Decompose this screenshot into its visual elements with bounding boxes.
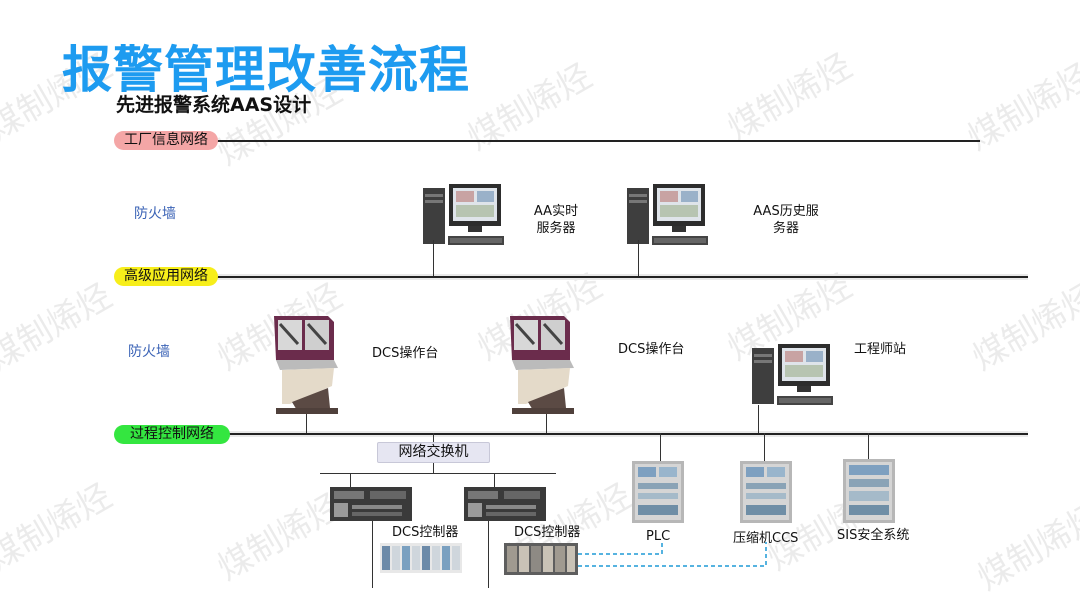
server-label-1a: AA实时	[533, 204, 579, 219]
watermark: 煤制烯烃	[0, 476, 119, 579]
server-link	[433, 240, 434, 276]
plc-label: PLC	[646, 529, 671, 544]
watermark: 煤制烯烃	[720, 46, 859, 149]
console-label-2: DCS操作台	[618, 342, 685, 357]
operator-console-icon	[274, 316, 338, 414]
switch-bus-line	[320, 473, 556, 474]
ccs-label: 压缩机CCS	[733, 531, 799, 546]
controller-label-2: DCS控制器	[514, 525, 581, 540]
server-label-2a: AAS历史服	[753, 204, 819, 219]
dcs-controller-icon	[330, 487, 412, 521]
controller-link	[350, 473, 351, 487]
controller-link	[488, 521, 489, 588]
watermark: 煤制烯烃	[460, 56, 599, 159]
engineer-station-label: 工程师站	[854, 342, 907, 357]
sis-label: SIS安全系统	[837, 528, 910, 543]
engineer-station-icon	[752, 344, 833, 405]
sis-cabinet-icon	[843, 459, 895, 523]
process-network-label: 过程控制网络	[114, 425, 230, 444]
plant-network-label: 工厂信息网络	[114, 131, 218, 150]
io-cabinet-icon	[504, 543, 578, 575]
firewall-label-2: 防火墙	[128, 344, 170, 360]
process-network-line	[228, 433, 1028, 435]
ccs-cabinet-icon	[740, 461, 792, 523]
server-computer-icon	[627, 184, 708, 245]
controller-link	[372, 521, 373, 588]
page-title: 报警管理改善流程	[62, 41, 470, 99]
sis-link	[868, 433, 869, 459]
switch-down-link	[433, 463, 434, 473]
watermark: 煤制烯烃	[970, 496, 1080, 599]
watermark: 煤制烯烃	[965, 276, 1080, 379]
watermark: 煤制烯烃	[0, 276, 119, 379]
advanced-network-label: 高级应用网络	[114, 267, 218, 286]
console-link	[306, 414, 307, 433]
console-label-1: DCS操作台	[372, 346, 439, 361]
network-switch-box: 网络交换机	[377, 442, 490, 463]
server-computer-icon	[423, 184, 504, 245]
server-label-1b: 服务器	[536, 221, 576, 236]
plant-network-line	[214, 140, 980, 142]
ccs-link	[764, 433, 765, 461]
watermark: 煤制烯烃	[210, 486, 349, 589]
page-subtitle: 先进报警系统AAS设计	[116, 94, 312, 116]
advanced-network-line	[214, 276, 1028, 278]
server-label-2b: 务器	[772, 221, 799, 236]
controller-label-1: DCS控制器	[392, 525, 459, 540]
plc-cabinet-icon	[632, 461, 684, 523]
switch-link	[433, 433, 434, 442]
operator-console-icon	[510, 316, 574, 414]
watermark: 煤制烯烃	[960, 56, 1080, 159]
dcs-controller-icon	[464, 487, 546, 521]
server-link	[638, 240, 639, 276]
plc-link	[660, 433, 661, 461]
io-module-icon	[380, 543, 462, 573]
console-link	[546, 414, 547, 433]
firewall-label-1: 防火墙	[134, 206, 176, 222]
controller-link	[494, 473, 495, 487]
engineer-link	[758, 405, 759, 433]
dashed-link-lines	[578, 540, 767, 567]
